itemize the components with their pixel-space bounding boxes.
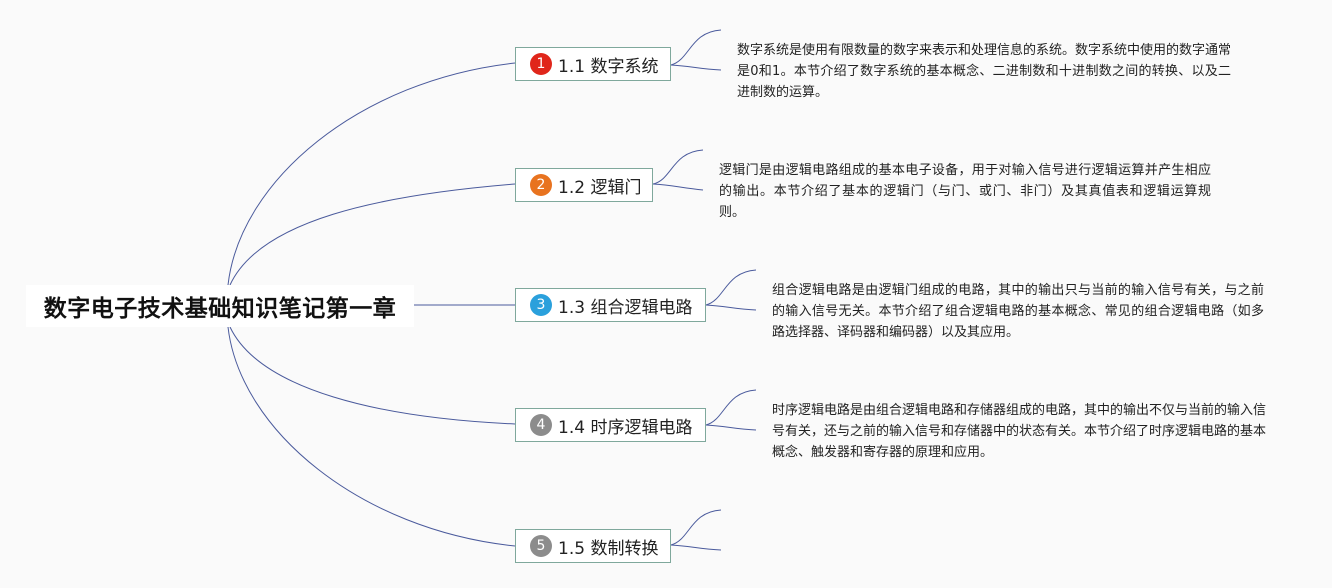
connector-topic-5-note-bottom [670, 544, 722, 551]
topic-5[interactable]: 5 1.5 数制转换 [515, 529, 671, 563]
topic-label-2: 1.2 逻辑门 [558, 177, 642, 198]
topic-label-1: 1.1 数字系统 [558, 56, 659, 77]
root-topic[interactable]: 数字电子技术基础知识笔记第一章 [26, 285, 414, 327]
note-3: 组合逻辑电路是由逻辑门组成的电路，其中的输出只与当前的输入信号有关，与之前的输入… [772, 283, 1264, 340]
connector-topic-4-note [705, 389, 757, 426]
root-title: 数字电子技术基础知识笔记第一章 [43, 296, 397, 322]
connector-topic-3-note [705, 269, 757, 306]
connector-topic-2-note-bottom [652, 183, 704, 191]
number-badge-1: 1 [530, 53, 552, 75]
connector-topic-5-note [670, 509, 722, 546]
note-1: 数字系统是使用有限数量的数字来表示和处理信息的系统。数字系统中使用的数字通常是0… [737, 43, 1232, 100]
connector-root-topic-2 [229, 183, 516, 286]
connector-topic-3-note-bottom [705, 304, 757, 311]
topic-4[interactable]: 4 1.4 时序逻辑电路 [515, 408, 706, 442]
number-badge-5: 5 [530, 535, 552, 557]
number-badge-3: 3 [530, 294, 552, 316]
connector-root-topic-4 [229, 326, 516, 425]
connector-root-topic-1 [227, 62, 516, 286]
topic-1[interactable]: 1 1.1 数字系统 [515, 47, 671, 81]
connector-topic-4-note-bottom [705, 424, 757, 431]
topic-label-3: 1.3 组合逻辑电路 [558, 297, 693, 318]
connector-topic-1-note-bottom [670, 64, 722, 71]
topic-label-5: 1.5 数制转换 [558, 538, 659, 559]
number-badge-4: 4 [530, 414, 552, 436]
note-2: 逻辑门是由逻辑电路组成的基本电子设备，用于对输入信号进行逻辑运算并产生相应的输出… [719, 163, 1211, 220]
note-4: 时序逻辑电路是由组合逻辑电路和存储器组成的电路，其中的输出不仅与当前的输入信号有… [772, 403, 1267, 460]
connector-topic-2-note [652, 149, 704, 185]
topic-2[interactable]: 2 1.2 逻辑门 [515, 168, 653, 202]
connector-root-topic-5 [227, 326, 516, 547]
number-badge-2: 2 [530, 174, 552, 196]
connector-topic-1-note [670, 29, 722, 66]
topic-3[interactable]: 3 1.3 组合逻辑电路 [515, 288, 706, 322]
topic-label-4: 1.4 时序逻辑电路 [558, 417, 693, 438]
